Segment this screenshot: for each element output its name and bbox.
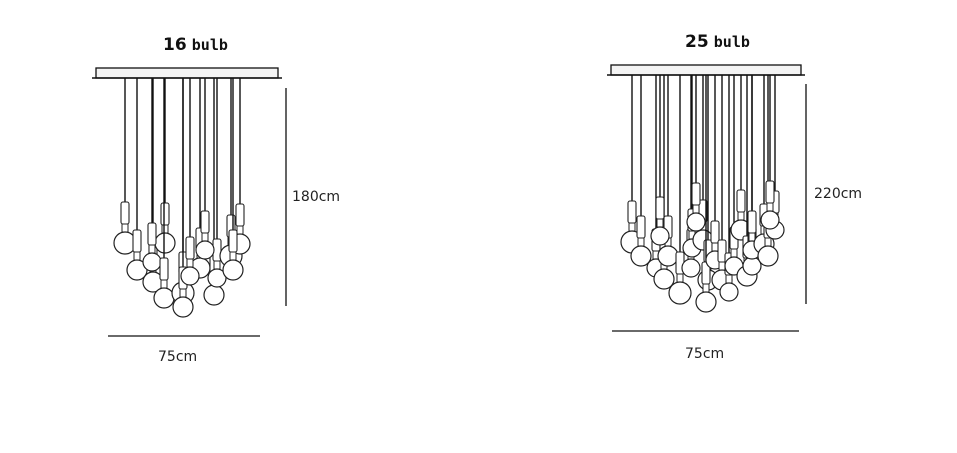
lamp-25-bulb-24-globe [650,226,670,246]
lamp-16-bulb-11-neck [213,260,221,270]
lamp-16-bulb-8-neck [179,288,187,298]
lamp-16-canopy [95,67,279,79]
lamp-25-title: 25 bulb [685,32,750,52]
lamp-25-bulb-24-neck [656,218,664,228]
lamp-25-bulb-23-neck [766,202,774,212]
lamp-16-bulb-16-globe [180,266,200,286]
lamp-16-bulb-15-globe [222,259,244,281]
lamp-25-bulb-1-neck [628,222,636,232]
lamp-16-bulb-6-socket [159,257,169,281]
lamp-16-title: 16 bulb [163,35,228,55]
lamp-25-bulb-2-globe [630,245,652,267]
lamp-16-bulb-12-socket [200,210,210,234]
lamp-25-bulb-24-socket [655,196,665,220]
lamp-16-bulb-drawing [92,67,287,337]
lamp-16-bulb-5-neck [148,244,156,254]
lamp-25-bulb-4-globe [653,268,675,290]
lamp-16-bulb-11-globe [207,268,227,288]
lamp-16-bulb-5-globe [142,252,162,272]
lamp-25-bulb-1-socket [627,200,637,224]
lamp-16-bulb-1-socket [120,201,130,225]
lamp-16-bulb-10-globe [203,284,225,306]
lamp-25-bulb-12-neck [711,242,719,252]
lamp-25-bulb-5-globe [657,245,679,267]
lamp-25-bulb-11-neck [702,283,710,293]
lamp-25-title-unit: bulb [713,33,750,51]
lamp-16-bulb-1-neck [121,223,129,233]
lamp-25-bulb-12-socket [710,220,720,244]
lamp-25-bulb-23-socket [765,180,775,204]
lamp-16-bulb-4-globe [154,232,176,254]
lamp-25-bulb-25-globe [686,212,706,232]
lamp-16-bulb-16-neck [186,258,194,268]
lamp-16-bulb-5-socket [147,222,157,246]
lamp-16-bulb-12-neck [201,232,209,242]
lamp-25-height-label: 220cm [814,186,863,202]
lamp-25-width-label: 75cm [685,346,725,362]
lamp-16-title-unit: bulb [191,36,228,54]
lamp-25-bulb-21-neck [764,237,772,247]
lamp-25-bulb-11-globe [695,291,717,313]
lamp-16-bulb-6-neck [160,279,168,289]
lamp-16-bulb-16-socket [185,236,195,260]
lamp-25-bulb-13-neck [718,261,726,271]
lamp-16-height-label: 180cm [292,189,341,205]
lamp-16-bulb-8-globe [172,296,194,318]
lamp-25-bulb-drawing [607,64,807,332]
lamp-16-bulb-15-socket [228,229,238,253]
lamp-25-bulb-19-socket [747,210,757,234]
lamp-16-bulb-2-neck [133,251,141,261]
lamp-25-bulb-16-neck [737,211,745,221]
lamp-25-bulb-21-globe [757,245,779,267]
lamp-16-bulb-6-globe [153,287,175,309]
lamp-16-bulb-15-neck [229,251,237,261]
lamp-25-bulb-15-neck [730,248,738,258]
lamp-16-bulb-4-neck [161,224,169,234]
lamp-25-bulb-19-neck [748,232,756,242]
lamp-16-bulb-2-socket [132,229,142,253]
lamp-16-bulb-12-globe [195,240,215,260]
lamp-25-title-number: 25 [685,32,709,52]
lamp-25-bulb-6-globe [668,281,692,305]
lamp-25-bulb-16-socket [736,189,746,213]
lamp-25-bulb-7-globe [681,258,701,278]
lamp-16-width-label: 75cm [158,349,198,365]
lamp-25-bulb-14-neck [725,274,733,284]
lamp-16-bulb-14-neck [236,225,244,235]
lamp-16-title-number: 16 [163,35,187,55]
lamp-16-bulb-14-socket [235,203,245,227]
lamp-25-bulb-25-neck [692,204,700,214]
lamp-16-bulb-4-socket [160,202,170,226]
lamp-25-bulb-2-socket [636,215,646,239]
lamp-25-bulb-23-globe [760,210,780,230]
lamp-25-canopy [610,64,802,76]
lamp-25-bulb-2-neck [637,237,645,247]
lamp-25-bulb-14-globe [719,282,739,302]
lamp-25-bulb-25-socket [691,182,701,206]
lamp-25-bulb-6-neck [676,273,684,283]
